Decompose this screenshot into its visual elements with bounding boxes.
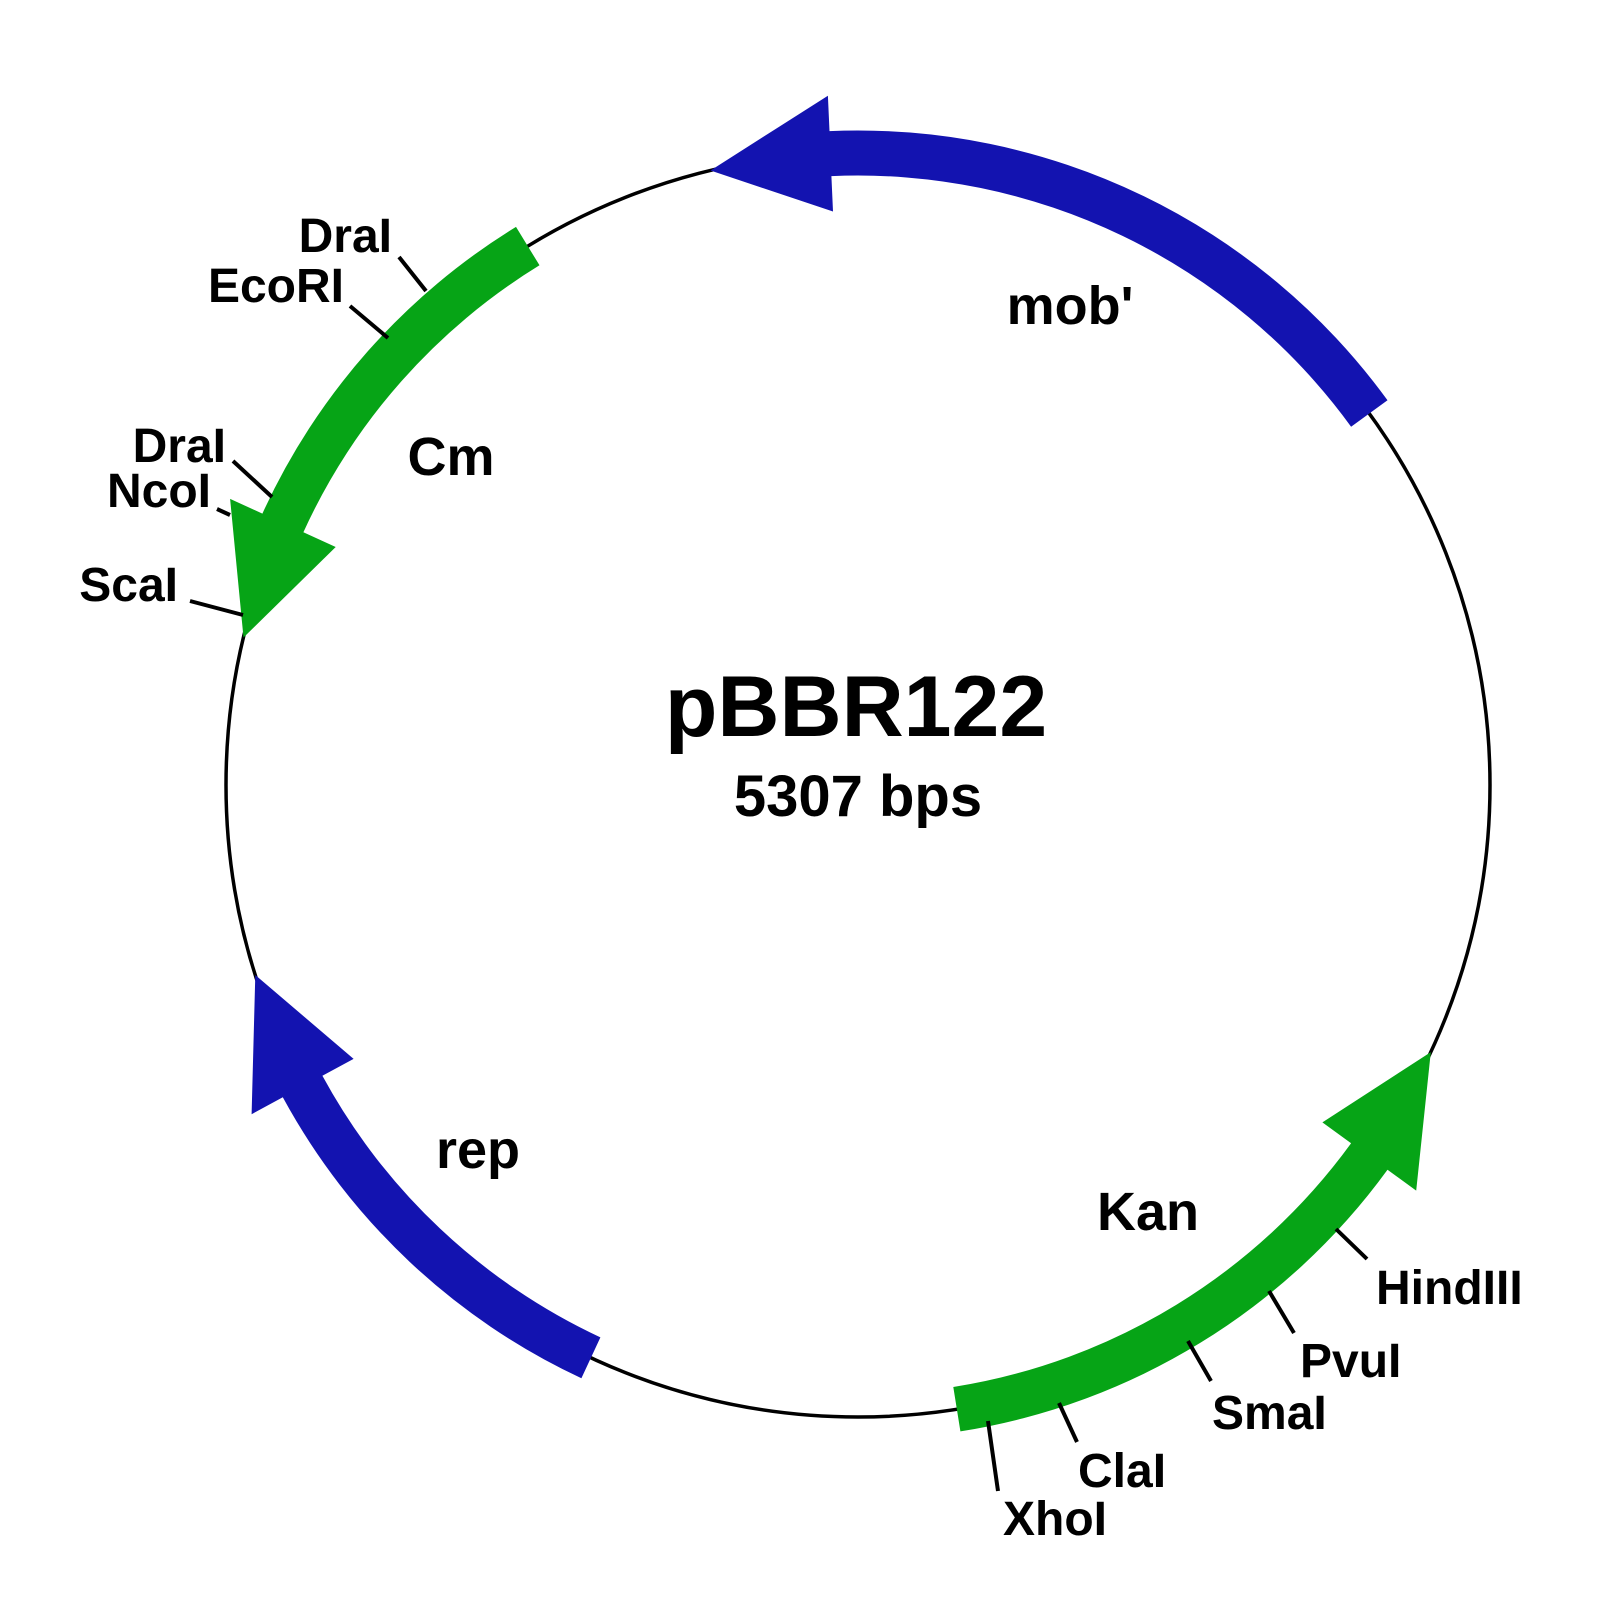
gene-arrow-mob bbox=[710, 95, 1388, 427]
gene-label-mob: mob' bbox=[1007, 276, 1134, 336]
labels-layer: mob'CmrepKanDraIEcoRIDraINcoIScaIXhoICla… bbox=[79, 210, 1522, 1546]
site-label-drai-1: DraI bbox=[299, 210, 392, 263]
site-tick-ncoi-4 bbox=[216, 507, 231, 517]
site-tick-pvui-9 bbox=[1267, 1289, 1296, 1335]
site-ticks-layer bbox=[189, 255, 1369, 1492]
site-tick-drai-3 bbox=[231, 459, 274, 499]
site-label-ecori-2: EcoRI bbox=[208, 260, 344, 313]
site-label-drai-3: DraI bbox=[133, 420, 226, 473]
site-tick-drai-1 bbox=[397, 255, 428, 293]
site-label-pvui-9: PvuI bbox=[1300, 1335, 1401, 1388]
site-tick-hindiii-10 bbox=[1334, 1227, 1369, 1261]
site-label-smai-8: SmaI bbox=[1212, 1387, 1327, 1440]
site-label-xhoi-6: XhoI bbox=[1003, 1493, 1107, 1546]
site-tick-clai-7 bbox=[1057, 1402, 1079, 1443]
gene-arrow-cm bbox=[230, 226, 540, 638]
gene-label-cm: Cm bbox=[407, 427, 494, 487]
plasmid-size: 5307 bps bbox=[734, 764, 982, 829]
gene-label-kan: Kan bbox=[1097, 1182, 1199, 1242]
site-label-hindiii-10: HindIII bbox=[1376, 1262, 1523, 1315]
site-label-scai-5: ScaI bbox=[79, 559, 178, 612]
site-label-clai-7: ClaI bbox=[1078, 1445, 1166, 1498]
site-tick-xhoi-6 bbox=[986, 1420, 1000, 1492]
site-tick-smai-8 bbox=[1186, 1340, 1213, 1382]
plasmid-title: pBBR122 bbox=[665, 659, 1047, 755]
gene-arrows-layer bbox=[230, 95, 1431, 1432]
gene-arrow-rep bbox=[251, 975, 601, 1379]
gene-arrow-kan bbox=[953, 1052, 1431, 1432]
site-tick-scai-5 bbox=[189, 599, 244, 617]
gene-label-rep: rep bbox=[436, 1120, 520, 1180]
site-tick-ecori-2 bbox=[348, 304, 390, 340]
site-label-ncoi-4: NcoI bbox=[107, 465, 211, 518]
